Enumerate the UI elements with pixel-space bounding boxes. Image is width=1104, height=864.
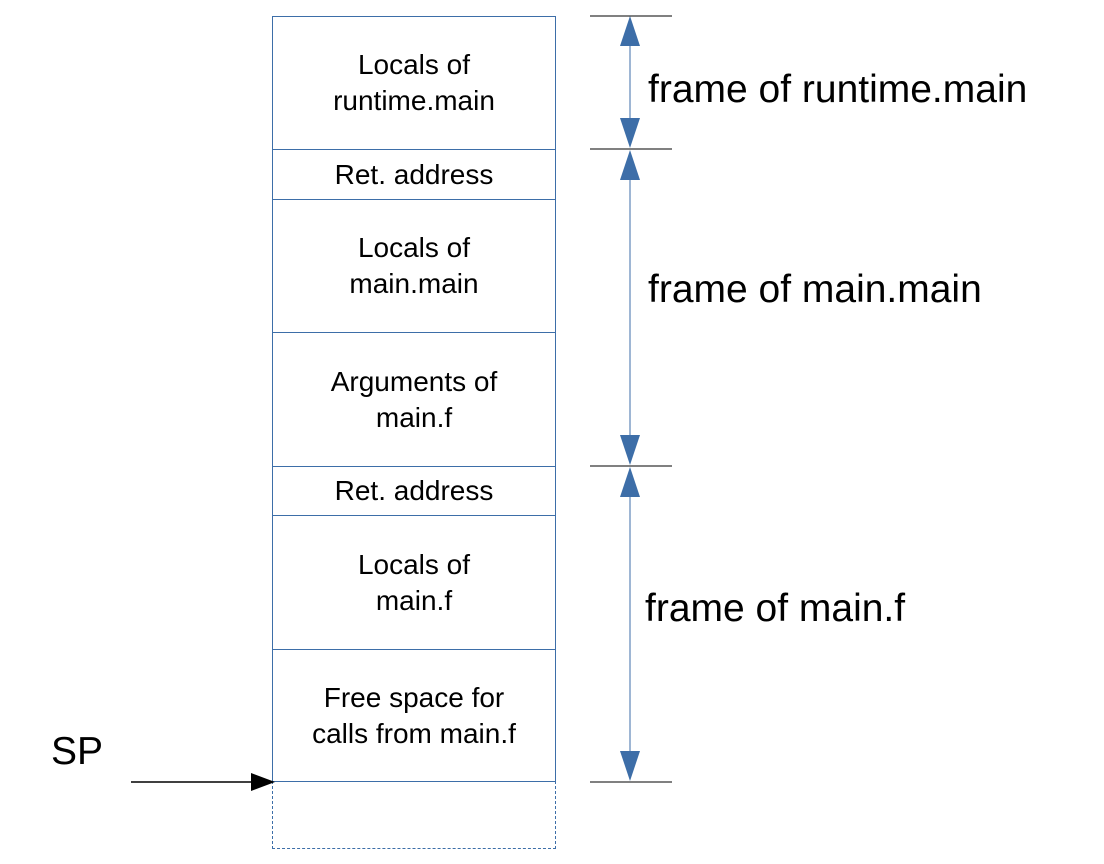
frame-label-text: frame of main.f (645, 587, 906, 630)
frame-label-main-main: frame of main.main (648, 268, 982, 312)
stack-pointer-label: SP (51, 730, 103, 774)
frame-arrow-runtime-main (620, 16, 640, 148)
cell-line-2: calls from main.f (312, 717, 516, 749)
stack-cell-locals-runtime-main: Locals of runtime.main (272, 16, 556, 150)
frame-arrow-main-f (620, 467, 640, 781)
cell-line-2: main.f (375, 401, 453, 433)
cell-line-1: Free space for (323, 681, 505, 713)
cell-line-2: runtime.main (333, 85, 495, 116)
stack-pointer-text: SP (51, 730, 104, 773)
cell-line-1: Arguments of (330, 365, 498, 397)
cell-line-2: main.main (349, 268, 479, 299)
frame-label-runtime-main: frame of runtime.main (648, 68, 1027, 112)
sp-pointer-arrow (131, 773, 275, 791)
stack-cell-locals-main-main: Locals of main.main (272, 199, 556, 333)
cell-line-1: Ret. address (334, 158, 494, 190)
cell-line-1: Ret. address (334, 475, 494, 506)
frame-label-main-f: frame of main.f (645, 587, 905, 631)
stack-cell-ret-address-1: Ret. address (272, 149, 556, 200)
cell-line-1: Locals of (357, 232, 471, 263)
frame-arrow-main-main (620, 150, 640, 465)
stack-cell-ret-address-2: Ret. address (272, 466, 556, 516)
stack-cell-free-space: Free space for calls from main.f (272, 649, 556, 782)
stack-cell-unused (272, 781, 556, 849)
cell-line-1: Locals of (357, 49, 471, 80)
frame-label-text: frame of runtime.main (648, 68, 1028, 111)
stack-cell-locals-main-f: Locals of main.f (272, 515, 556, 650)
cell-line-1: Locals of (357, 548, 471, 580)
frame-label-text: frame of main.main (648, 268, 982, 311)
stack-cell-arguments-main-f: Arguments of main.f (272, 332, 556, 467)
cell-line-2: main.f (375, 584, 453, 616)
